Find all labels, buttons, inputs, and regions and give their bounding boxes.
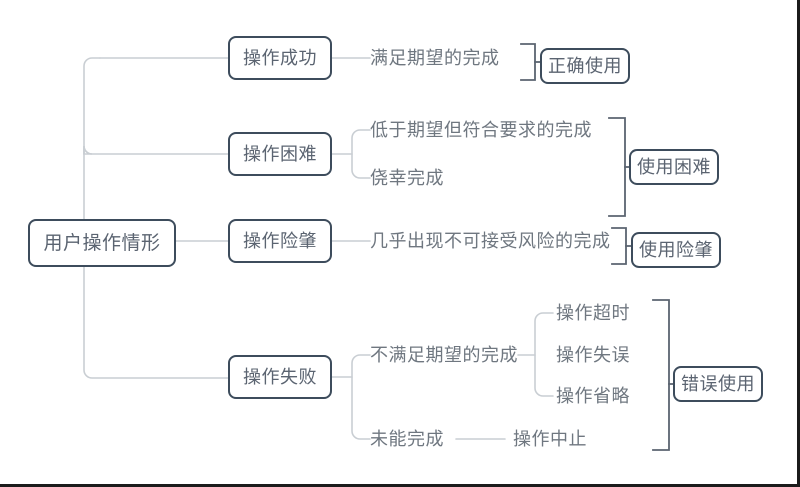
node-use-difficulty[interactable]: 使用困难 (629, 149, 719, 185)
node-operation-success-label: 操作成功 (243, 48, 317, 68)
frame-right-border (797, 0, 800, 487)
leaf-operation-timeout[interactable]: 操作超时 (556, 304, 630, 322)
node-use-near-miss[interactable]: 使用险肇 (631, 232, 721, 268)
node-operation-difficulty[interactable]: 操作困难 (228, 132, 332, 176)
leaf-unmet-expectation[interactable]: 不满足期望的完成 (370, 346, 518, 364)
node-operation-success[interactable]: 操作成功 (228, 36, 332, 80)
leaf-below-expectation-meets-requirement[interactable]: 低于期望但符合要求的完成 (370, 121, 592, 139)
connector-fork-unmet (534, 312, 554, 397)
leaf-operation-timeout-label: 操作超时 (556, 303, 630, 323)
leaf-meets-expectation-label: 满足期望的完成 (370, 48, 500, 68)
node-use-near-miss-label: 使用险肇 (639, 240, 713, 260)
connector-fork-fail (351, 354, 371, 440)
leaf-unmet-expectation-label: 不满足期望的完成 (370, 345, 518, 365)
node-operation-failure[interactable]: 操作失败 (228, 355, 332, 399)
connector-fork-difficult (351, 129, 371, 179)
node-root-label: 用户操作情形 (43, 232, 161, 254)
leaf-unacceptable-risk-completion-label: 几乎出现不可接受风险的完成 (370, 231, 611, 251)
bracket-near-miss (611, 227, 627, 265)
leaf-below-expectation-meets-requirement-label: 低于期望但符合要求的完成 (370, 120, 592, 140)
leaf-lucky-completion-label: 侥幸完成 (370, 168, 444, 188)
leaf-meets-expectation[interactable]: 满足期望的完成 (370, 49, 500, 67)
leaf-operation-error[interactable]: 操作失误 (556, 346, 630, 364)
leaf-lucky-completion[interactable]: 侥幸完成 (370, 169, 444, 187)
node-use-difficulty-label: 使用困难 (637, 157, 711, 177)
leaf-unable-to-complete-label: 未能完成 (370, 429, 444, 449)
leaf-operation-abort-label: 操作中止 (513, 429, 587, 449)
leaf-unacceptable-risk-completion[interactable]: 几乎出现不可接受风险的完成 (370, 232, 611, 250)
connector-branch-4 (83, 248, 229, 379)
leaf-operation-error-label: 操作失误 (556, 345, 630, 365)
node-operation-failure-label: 操作失败 (243, 367, 317, 387)
node-operation-near-miss[interactable]: 操作险肇 (228, 219, 332, 263)
bracket-use-difficulty (608, 117, 626, 217)
node-correct-use[interactable]: 正确使用 (540, 48, 630, 84)
leaf-unable-to-complete[interactable]: 未能完成 (370, 430, 444, 448)
bracket-correct-use (520, 43, 536, 81)
node-operation-near-miss-label: 操作险肇 (243, 231, 317, 251)
node-root[interactable]: 用户操作情形 (28, 219, 176, 267)
leaf-operation-abort[interactable]: 操作中止 (513, 430, 587, 448)
connector-root-spine-top (83, 57, 177, 242)
frame-bottom-border (0, 484, 800, 487)
leaf-operation-omission-label: 操作省略 (556, 386, 630, 406)
connector-branch-2 (83, 145, 229, 155)
node-wrong-use-label: 错误使用 (681, 374, 755, 394)
node-correct-use-label: 正确使用 (548, 56, 622, 76)
leaf-operation-omission[interactable]: 操作省略 (556, 387, 630, 405)
bracket-wrong-use (652, 299, 670, 451)
node-operation-difficulty-label: 操作困难 (243, 144, 317, 164)
node-wrong-use[interactable]: 错误使用 (673, 366, 763, 402)
